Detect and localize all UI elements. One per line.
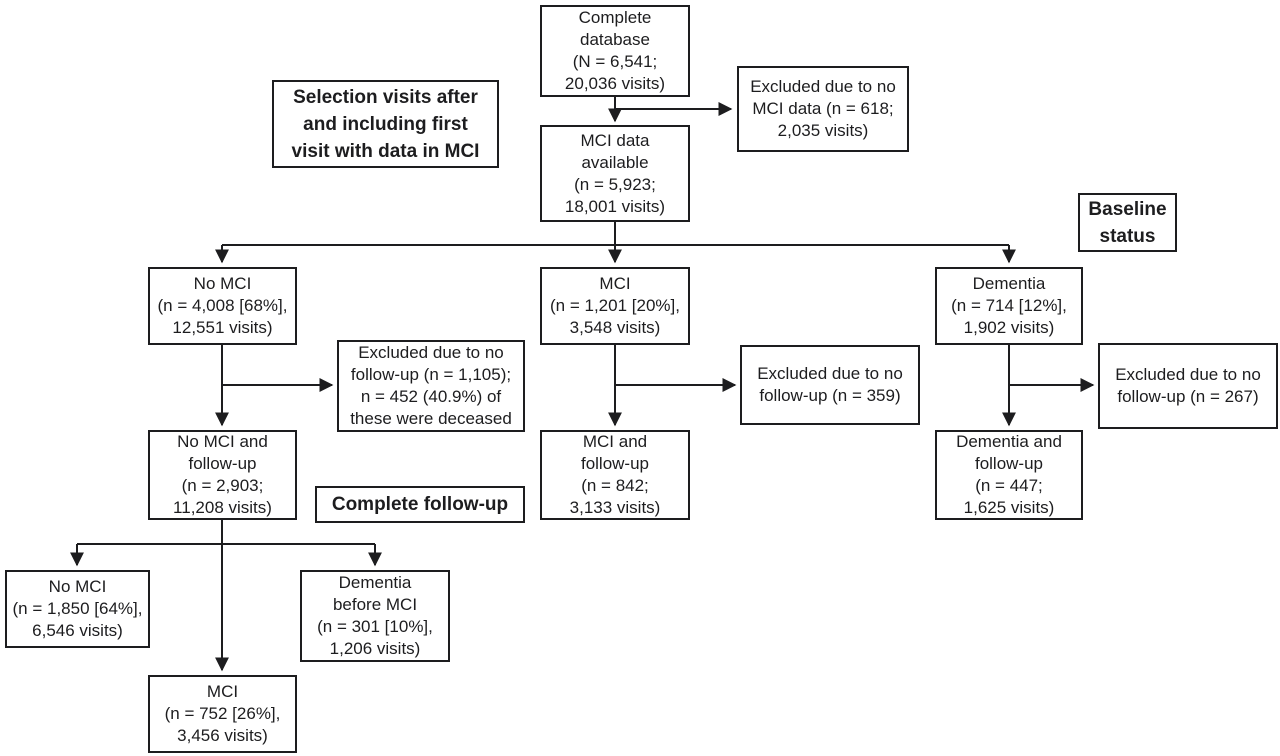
box-baseline-dementia: Dementia (n = 714 [12%], 1,902 visits)	[935, 267, 1083, 345]
box-no-mci-followup: No MCI and follow-up (n = 2,903; 11,208 …	[148, 430, 297, 520]
box-excluded-no-followup-dementia: Excluded due to no follow-up (n = 267)	[1098, 343, 1278, 429]
box-excluded-no-followup-no-mci: Excluded due to no follow-up (n = 1,105)…	[337, 340, 525, 432]
box-dementia-followup: Dementia and follow-up (n = 447; 1,625 v…	[935, 430, 1083, 520]
label-complete-followup: Complete follow-up	[315, 486, 525, 523]
box-baseline-mci: MCI (n = 1,201 [20%], 3,548 visits)	[540, 267, 690, 345]
box-final-dementia-before-mci: Dementia before MCI (n = 301 [10%], 1,20…	[300, 570, 450, 662]
box-final-mci: MCI (n = 752 [26%], 3,456 visits)	[148, 675, 297, 753]
box-baseline-no-mci: No MCI (n = 4,008 [68%], 12,551 visits)	[148, 267, 297, 345]
box-excluded-no-followup-mci: Excluded due to no follow-up (n = 359)	[740, 345, 920, 425]
box-complete-database: Complete database (N = 6,541; 20,036 vis…	[540, 5, 690, 97]
box-mci-followup: MCI and follow-up (n = 842; 3,133 visits…	[540, 430, 690, 520]
label-selection-visits: Selection visits after and including fir…	[272, 80, 499, 168]
box-excluded-no-mci-data: Excluded due to no MCI data (n = 618; 2,…	[737, 66, 909, 152]
label-baseline-status: Baseline status	[1078, 193, 1177, 252]
box-final-no-mci: No MCI (n = 1,850 [64%], 6,546 visits)	[5, 570, 150, 648]
box-mci-data-available: MCI data available (n = 5,923; 18,001 vi…	[540, 125, 690, 222]
